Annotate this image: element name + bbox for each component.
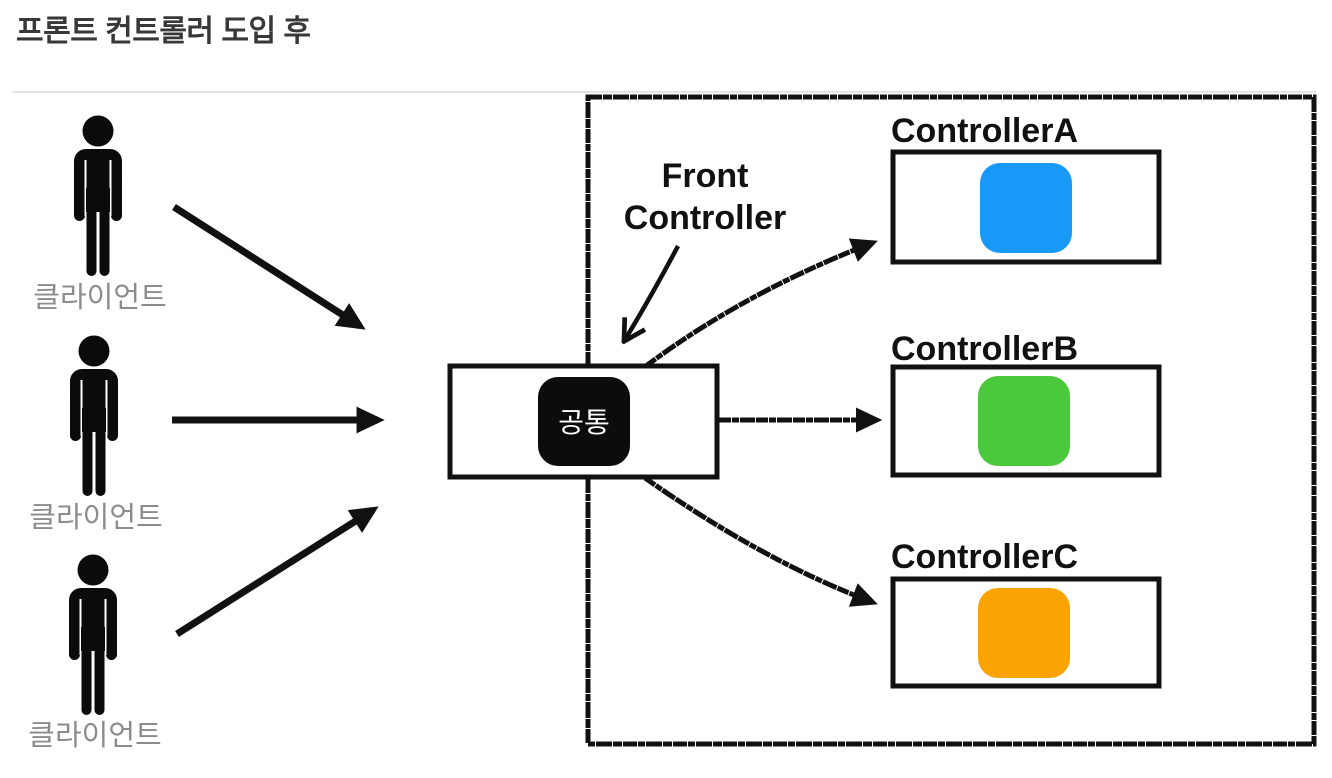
controller-c-block	[978, 588, 1070, 678]
client-label-3: 클라이언트	[28, 720, 161, 752]
front-controller-common-label: 공통	[558, 407, 610, 438]
arrow-front-controller-to-controller-a	[644, 238, 878, 369]
client-figure-3	[69, 554, 117, 715]
arrow-client1-to-front-controller	[172, 204, 366, 330]
controller-c-label: ControllerC	[891, 538, 1078, 576]
controller-b-block	[978, 376, 1070, 466]
front-controller-annotation-line2: Controller	[624, 199, 786, 237]
controller-a-label: ControllerA	[891, 112, 1078, 150]
person-icon	[78, 335, 110, 367]
person-icon	[82, 115, 114, 147]
arrow-client3-to-front-controller	[175, 506, 379, 637]
front-controller-common-block	[538, 377, 630, 466]
front-controller-annotation-line1: Front	[662, 157, 749, 195]
controller-b-label: ControllerB	[891, 330, 1078, 368]
divider	[12, 91, 1316, 93]
controller-a-block	[980, 163, 1072, 253]
arrow-front-controller-to-controller-c	[643, 475, 878, 607]
page-title: 프론트 컨트롤러 도입 후	[16, 15, 311, 48]
person-icon	[77, 554, 109, 586]
client-label-2: 클라이언트	[29, 502, 162, 534]
client-figure-1	[74, 115, 122, 276]
client-label-1: 클라이언트	[33, 282, 166, 314]
annotation-arrow-front-controller	[626, 244, 680, 338]
client-figure-2	[70, 335, 118, 496]
